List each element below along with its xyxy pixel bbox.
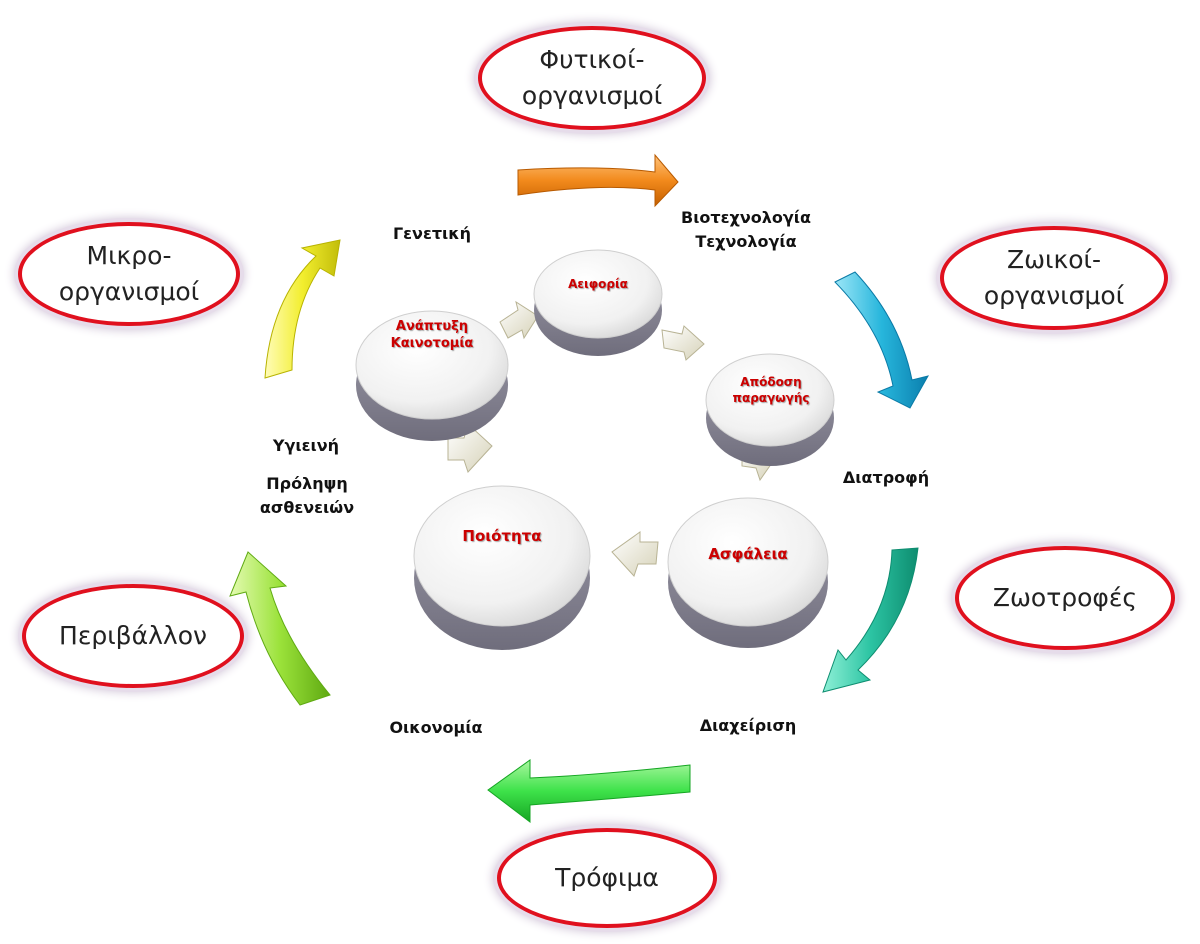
label-disease-prevention: Πρόληψη ασθενειών [259, 474, 355, 517]
node-food: Τρόφιμα [497, 828, 717, 928]
node-plant-organisms: Φυτικοί- οργανισμοί [478, 26, 706, 130]
node-food-label: Τρόφιμα [555, 863, 659, 892]
label-genetics: Γενετική [392, 224, 472, 243]
disk-innovation-label: Ανάπτυξη Καινοτομία [390, 319, 474, 351]
arrow-orange [517, 153, 679, 208]
label-nutrition: Διατροφή [842, 468, 930, 487]
arrow-yellow [264, 239, 341, 379]
node-micro-organisms-label: Μικρο- οργανισμοί [58, 241, 200, 306]
label-economy: Οικονομία [389, 718, 483, 737]
disk-yield [705, 353, 835, 466]
disk-innovation [355, 310, 509, 441]
disk-yield-label: Απόδοση παραγωγής [732, 375, 810, 405]
node-animal-feed: Ζωοτροφές [955, 546, 1175, 650]
arrow-cyan [834, 271, 930, 409]
label-hygiene: Υγιεινή [272, 436, 340, 455]
disk-quality [413, 485, 591, 650]
disk-safety [667, 497, 829, 648]
node-micro-organisms: Μικρο- οργανισμοί [18, 222, 240, 326]
node-plant-organisms-label: Φυτικοί- οργανισμοί [521, 45, 663, 110]
disk-sustainability-label: Αειφορία [568, 277, 628, 291]
node-environment: Περιβάλλον [22, 584, 244, 688]
node-environment-label: Περιβάλλον [59, 621, 207, 650]
arrow-green [487, 759, 691, 824]
arrow-teal [822, 547, 919, 693]
arrow-lime [229, 551, 331, 706]
disk-sustainability [533, 249, 663, 356]
small-arrow-sustainability-yield [661, 325, 705, 361]
label-management: Διαχείριση [699, 716, 797, 735]
disk-quality-label: Ποιότητα [462, 527, 542, 545]
disk-safety-label: Ασφάλεια [708, 545, 788, 563]
small-arrow-innovation-sustainability [499, 300, 539, 340]
node-animal-organisms-label: Ζωικοί- οργανισμοί [983, 245, 1125, 310]
node-animal-feed-label: Ζωοτροφές [992, 583, 1138, 612]
node-animal-organisms: Ζωικοί- οργανισμοί [940, 226, 1168, 330]
small-arrow-safety-quality [611, 531, 659, 577]
label-biotech-technology: Βιοτεχνολογία Τεχνολογία [681, 208, 811, 251]
